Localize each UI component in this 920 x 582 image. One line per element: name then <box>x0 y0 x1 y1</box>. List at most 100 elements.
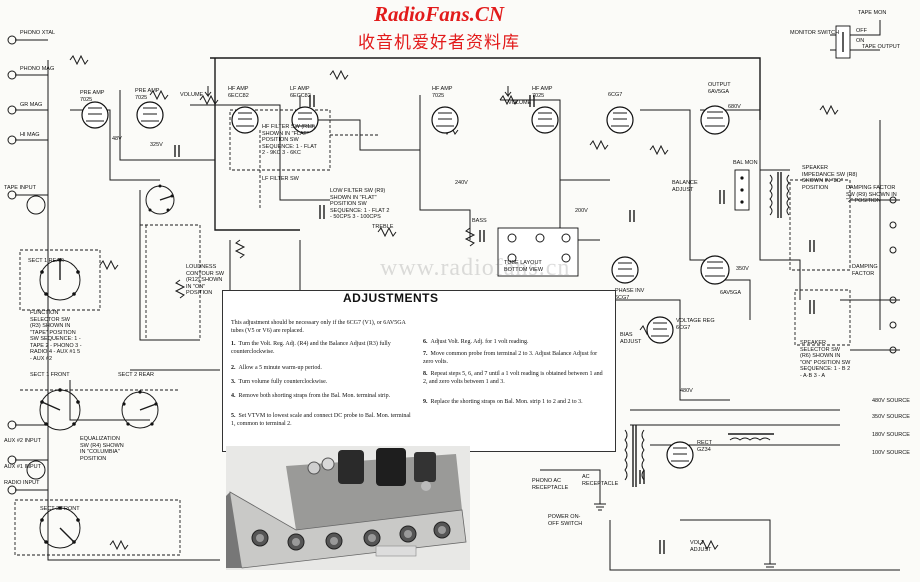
tube-driver <box>606 106 634 134</box>
bal-mon-label: BAL MON <box>733 160 758 166</box>
watermark-subtitle: 收音机爱好者资料库 <box>358 33 520 53</box>
phono-mag-label: PHONO MAG <box>20 66 55 72</box>
treble-label: TREBLE <box>372 224 394 230</box>
adjustment-step: 8.Repeat steps 5, 6, and 7 until a 1 vol… <box>423 371 603 385</box>
lf-filter-label: LF FILTER SW <box>262 176 299 182</box>
monitor-on-label: ON <box>856 38 865 44</box>
watermark-middle: www.radiofans.cn <box>380 255 571 281</box>
sect2-front-label: SECT 2 FRONT <box>40 506 80 512</box>
adjustments-title: ADJUSTMENTS <box>343 291 439 305</box>
sect1-front-label: SECT 1 FRONT <box>30 372 70 378</box>
bal-mon-strip <box>734 169 750 211</box>
phono-xtal-label: PHONO XTAL <box>20 30 56 36</box>
volt-adjust-label: VOLT ADJUST <box>690 540 712 553</box>
bass-label: BASS <box>472 218 487 224</box>
monitor-off-label: OFF <box>856 28 867 34</box>
source-350-label: 350V SOURCE <box>872 414 910 420</box>
tube-hf-amp <box>231 106 259 134</box>
tube-driver-label: 6CG7 <box>608 92 623 98</box>
adjustment-step: 2.Allow a 5 minute warm-up period. <box>231 365 322 371</box>
sect1-rear-label: SECT 1 REAR <box>28 258 64 264</box>
tube-voltage-reg <box>646 316 674 344</box>
sect4-switch <box>145 184 175 215</box>
speaker-selector-label: SPEAKER SELECTOR SW (R6) SHOWN IN "ON" P… <box>800 340 851 379</box>
tube-phase-inv <box>611 256 639 284</box>
hi-mag-label: HI MAG <box>20 132 40 138</box>
front-panel-knobs <box>251 521 451 551</box>
volume2-label: VOLUME <box>508 100 532 106</box>
tube-layout-label: TUBE LAYOUT BOTTOM VIEW <box>504 260 544 273</box>
aux1-input-label: AUX #1 INPUT <box>4 464 41 470</box>
gr-mag-label: GR MAG <box>20 102 43 108</box>
adjustment-step: 6.Adjust Volt. Reg. Adj. for 1 volt read… <box>423 339 529 345</box>
tube-rectifier <box>666 441 694 469</box>
volume-label: VOLUME <box>180 92 204 98</box>
watermark-title: RadioFans.CN <box>373 2 505 26</box>
monitor-switch <box>835 25 851 59</box>
function-selector-label: FUNCTION SELECTOR SW (R3) SHOWN IN "TAPE… <box>30 310 82 362</box>
adjustment-step: 5.Set VTVM to lowest scale and connect D… <box>231 413 411 427</box>
power-switch-label: POWER ON-OFF SWITCH <box>548 514 583 527</box>
adjustment-step: 3.Turn volume fully counterclockwise. <box>231 379 328 385</box>
v680-label: 680V <box>728 104 741 110</box>
tube-preamp1 <box>81 101 109 129</box>
tube-output1 <box>700 105 730 135</box>
function-selector-switch-front <box>39 388 81 431</box>
source-180-label: 180V SOURCE <box>872 432 910 438</box>
bass-pot <box>464 227 476 247</box>
adjustment-step: 7.Move common probe from terminal 2 to 3… <box>423 351 598 365</box>
function-selector-switch <box>39 258 81 301</box>
source-100-label: 100V SOURCE <box>872 450 910 456</box>
v240-label: 240V <box>455 180 468 186</box>
v480-label: 480V <box>680 388 693 394</box>
bias-adjust-label: BIAS ADJUST <box>620 332 642 345</box>
tube-lf-amp <box>291 106 319 134</box>
sect2-rear-label: SECT 2 REAR <box>118 372 154 378</box>
loudness-label: LOUDNESS CONTOUR SW (R12) SHOWN IN "ON" … <box>186 264 225 296</box>
tube-hf-amp3 <box>531 106 559 134</box>
volume-pot <box>199 86 219 106</box>
tube-preamp2 <box>136 101 164 129</box>
adjustment-step: 9.Replace the shorting straps on Bal. Mo… <box>423 399 583 405</box>
adjustment-step: 1.Turn the Volt. Reg. Adj. (R4) and the … <box>231 341 391 355</box>
output-terminals <box>889 196 897 354</box>
tape-output-label: TAPE OUTPUT <box>862 44 901 50</box>
tape-input-label: TAPE INPUT <box>4 185 36 191</box>
hf-filter-label: HF FILTER SW (R13) SHOWN IN "FLAT" POSIT… <box>262 124 317 156</box>
tube-layout-box <box>497 227 579 277</box>
speaker-impedance-label: SPEAKER IMPEDANCE SW (R8) SHOWN IN "8Ω" … <box>802 165 858 191</box>
v200-label: 200V <box>575 208 588 214</box>
v350-label: 350V <box>736 266 749 272</box>
v48-label: 48V <box>112 136 122 142</box>
v325-label: 325V <box>150 142 163 148</box>
damping-factor-sw-label: DAMPING FACTOR SW (R9) SHOWN IN "2" POSI… <box>846 185 897 204</box>
treble-pot <box>377 226 397 238</box>
tube-output2-label: 6AV5GA <box>720 290 741 296</box>
equalization-switch <box>121 390 159 429</box>
source-480-label: 480V SOURCE <box>872 398 910 404</box>
aux2-input-label: AUX #2 INPUT <box>4 438 41 444</box>
equalization-label: EQUALIZATION SW (R4) SHOWN IN "COLUMBIA"… <box>80 436 124 462</box>
tape-mon-label: TAPE MON <box>858 10 887 16</box>
input-jacks <box>7 35 46 495</box>
tube-hf-amp2 <box>431 106 459 134</box>
ac-receptacle-label: AC RECEPTACLE <box>582 474 619 487</box>
sect2-front-switch <box>39 506 81 549</box>
tube-output2 <box>700 255 730 285</box>
adjustment-step: 4.Remove both shorting straps from the B… <box>231 393 391 399</box>
phono-ac-label: PHONO AC RECEPTACLE <box>532 478 569 491</box>
output-transformer <box>769 172 790 218</box>
volume-pot-2 <box>499 86 519 106</box>
damping-factor-label: DAMPING FACTOR <box>852 264 878 277</box>
amplifier-photo <box>226 446 470 570</box>
